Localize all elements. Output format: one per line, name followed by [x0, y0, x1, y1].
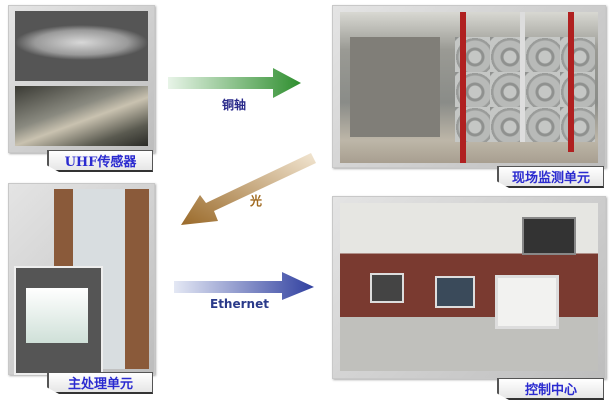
uhf-sensor-label: UHF传感器: [47, 150, 153, 172]
main-processing-label: 主处理单元: [47, 372, 153, 394]
control-center-panel: [332, 196, 606, 379]
site-monitoring-panel: [332, 5, 606, 168]
sensor-installed-photo: [15, 86, 148, 146]
transformer-site-photo: [340, 12, 598, 163]
cabinet-detail-photo: [14, 266, 103, 375]
main-processing-panel: [8, 183, 155, 375]
control-center-label: 控制中心: [497, 378, 604, 400]
ethernet-label: Ethernet: [210, 297, 269, 311]
ethernet-arrow: [174, 272, 314, 300]
control-room-photo: [340, 203, 598, 371]
optical-label: 光: [250, 194, 263, 208]
sensor-flange-photo: [15, 11, 148, 81]
optical-arrow: [181, 153, 316, 225]
uhf-sensor-panel: [8, 5, 155, 153]
site-monitoring-label: 现场监测单元: [497, 166, 604, 188]
coax-arrow: [168, 68, 301, 98]
coax-label: 铜轴: [222, 98, 247, 112]
